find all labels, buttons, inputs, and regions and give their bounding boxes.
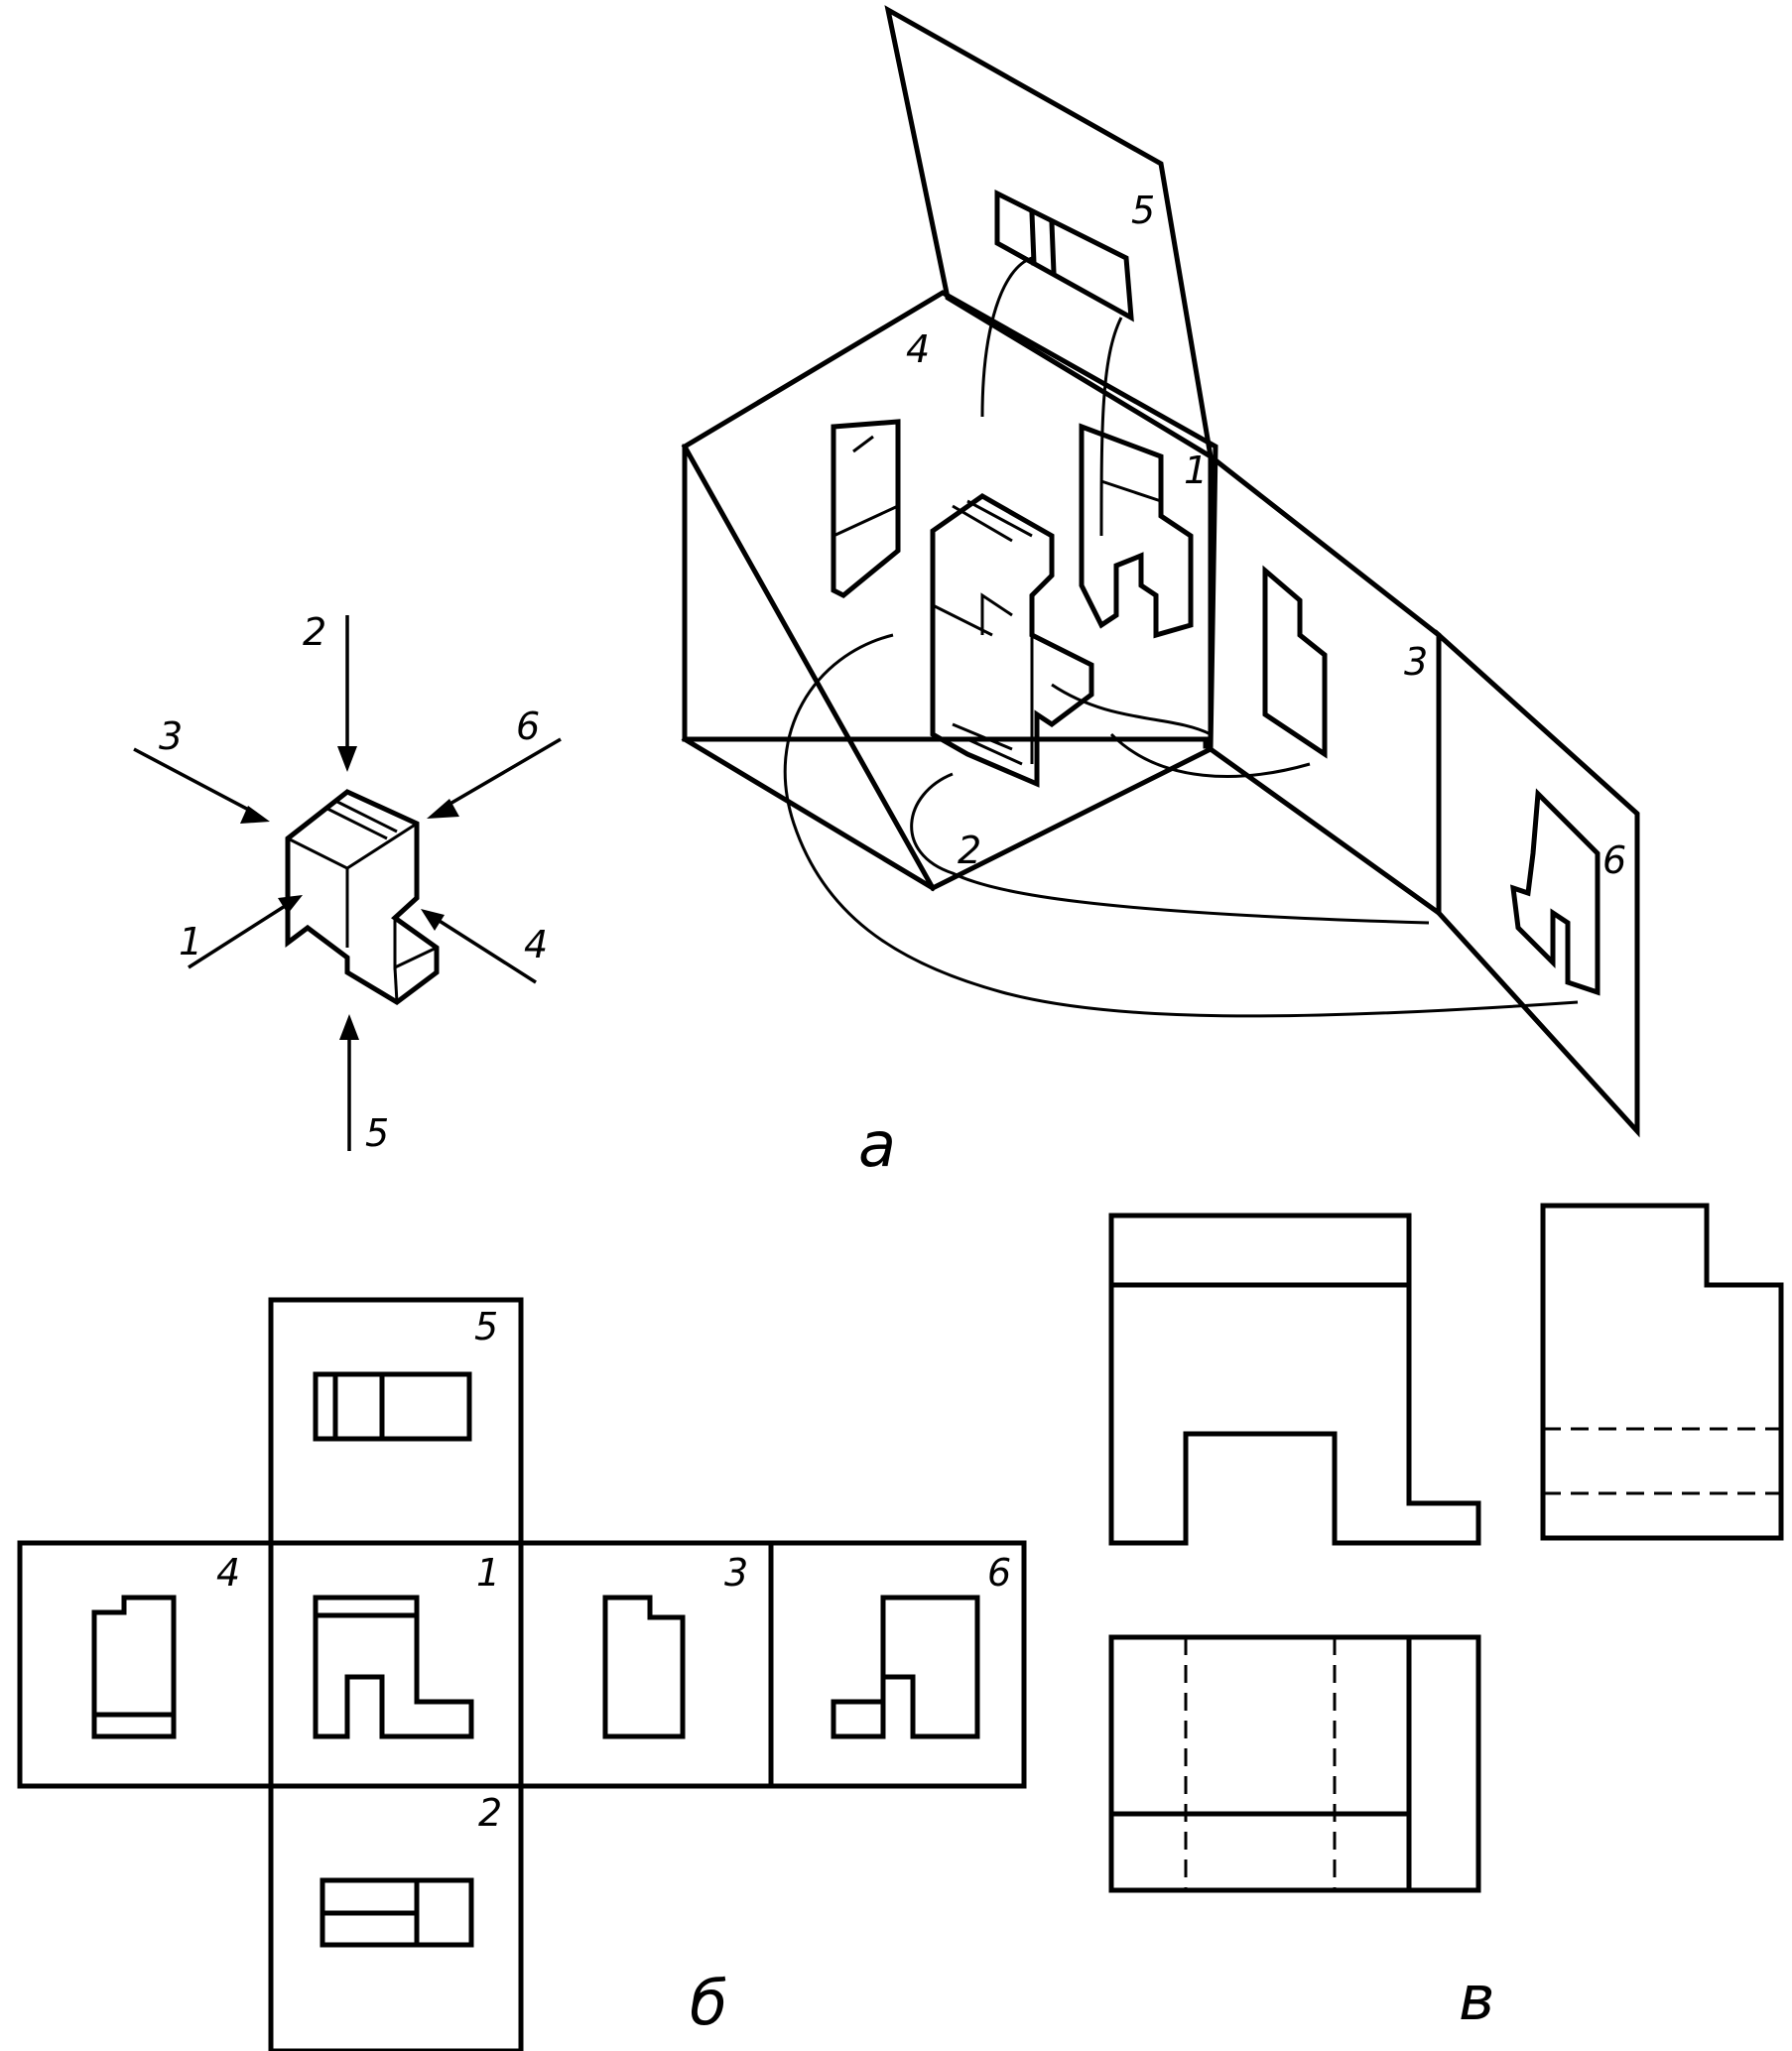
net-label-5: 5 xyxy=(474,1305,498,1348)
projection-on-plane-4 xyxy=(831,419,901,598)
arrow-label-4: 4 xyxy=(524,923,548,966)
plane-5 xyxy=(884,5,1215,461)
plane-label-3: 3 xyxy=(1404,640,1428,684)
view-arrow-5: 5 xyxy=(339,1014,389,1155)
isometric-part-with-view-arrows: 1 2 3 6 4 5 xyxy=(133,610,562,1155)
net-cell-2 xyxy=(268,1783,524,2051)
plane-1 xyxy=(681,290,1218,892)
projection-on-plane-1 xyxy=(1079,423,1194,639)
view-arrow-3: 3 xyxy=(133,714,270,824)
plane-4 xyxy=(682,736,1209,749)
view-arrow-6: 6 xyxy=(427,705,562,819)
arrow-label-6: 6 xyxy=(516,705,540,748)
projection-on-plane-5 xyxy=(994,189,1134,322)
view-arrow-2: 2 xyxy=(303,610,357,772)
arrow-label-1: 1 xyxy=(179,920,202,963)
net-label-3: 3 xyxy=(724,1551,748,1595)
plane-label-2: 2 xyxy=(958,829,981,872)
plane-6 xyxy=(1436,629,1640,1138)
plane-label-4: 4 xyxy=(906,327,930,371)
net-label-2: 2 xyxy=(478,1791,502,1835)
caption-c: в xyxy=(1459,1962,1495,2034)
net-label-4: 4 xyxy=(216,1551,240,1595)
top-view xyxy=(1108,1634,1481,1893)
net-label-6: 6 xyxy=(987,1551,1011,1595)
arrow-label-3: 3 xyxy=(159,714,183,758)
arrow-label-2: 2 xyxy=(303,610,326,654)
plane-label-5: 5 xyxy=(1131,189,1155,232)
front-view xyxy=(1108,1213,1481,1546)
projection-on-plane-3 xyxy=(1262,565,1328,759)
view-arrow-4: 4 xyxy=(421,909,548,984)
isometric-part xyxy=(285,789,440,1006)
unfolded-views-net: 5 4 1 3 6 2 xyxy=(17,1297,1027,2051)
net-cell-6 xyxy=(768,1540,1027,1789)
projection-on-plane-6 xyxy=(1510,788,1600,996)
view-arrow-1: 1 xyxy=(179,895,303,969)
three-standard-views xyxy=(1108,1203,1784,1893)
object-in-box xyxy=(930,493,1094,788)
plane-label-6: 6 xyxy=(1602,838,1626,882)
caption-b: б xyxy=(690,1967,727,2039)
net-label-1: 1 xyxy=(476,1551,500,1595)
projection-box-unfolding: 5 4 1 3 6 2 xyxy=(681,5,1640,1138)
caption-a: а xyxy=(858,1108,896,1181)
side-view xyxy=(1540,1203,1784,1541)
arrow-label-5: 5 xyxy=(365,1111,389,1155)
plane-label-1: 1 xyxy=(1184,449,1208,492)
